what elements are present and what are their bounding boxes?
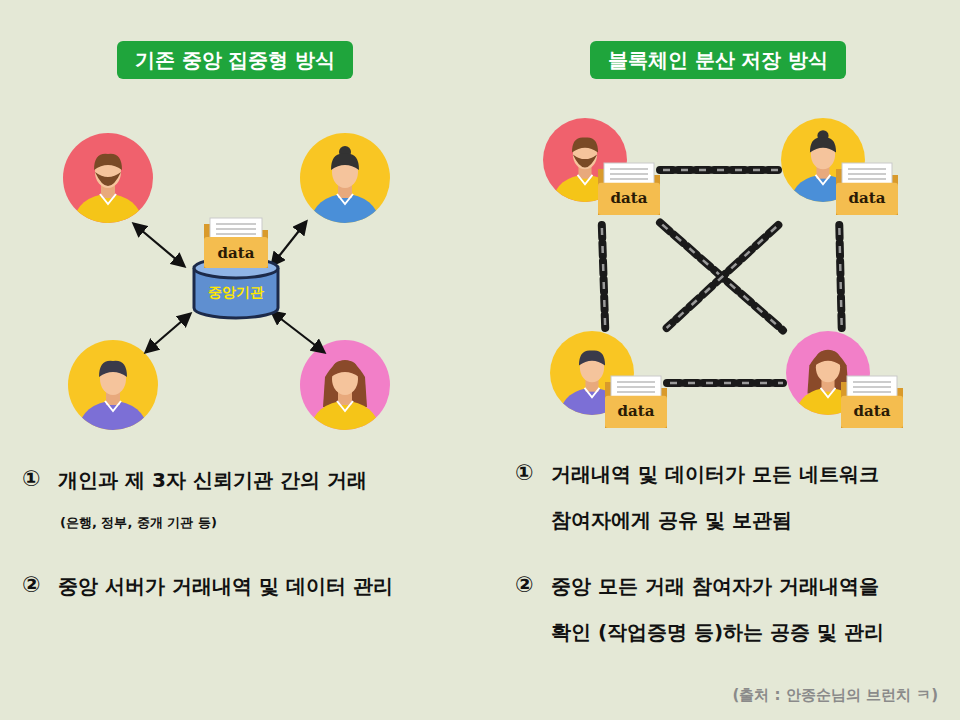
- chain-inner: [660, 223, 783, 331]
- double-arrow: [134, 224, 184, 266]
- title-pill: 블록체인 분산 저장 방식: [590, 41, 847, 79]
- data-folder: [605, 376, 667, 428]
- peer-node: data: [778, 115, 898, 225]
- chain-inner: [602, 225, 605, 328]
- node-illustration: [778, 115, 898, 225]
- chain-inner: [839, 225, 841, 328]
- chain-outer: [660, 166, 778, 174]
- description-text: 거래내역 및 데이터가 모든 네트워크 참여자에게 공유 및 보관됨: [551, 451, 919, 543]
- title-pill: 기존 중앙 집중형 방식: [117, 41, 354, 79]
- title-text: 블록체인 분산 저장 방식: [608, 46, 829, 74]
- description-text: 개인과 제 3자 신뢰기관 간의 거래: [58, 465, 367, 495]
- peer-node: data: [783, 328, 903, 438]
- chain-link: [602, 225, 605, 328]
- callout-number: ①: [22, 464, 41, 494]
- person-avatar: [68, 340, 158, 457]
- node-illustration: [540, 115, 660, 225]
- callout-number: ②: [22, 570, 41, 600]
- chain-link: [839, 225, 841, 328]
- chain-link: [660, 170, 778, 171]
- chain-outer: [667, 379, 783, 387]
- double-arrow: [272, 222, 306, 265]
- double-arrow: [146, 314, 190, 352]
- data-label: data: [841, 401, 903, 421]
- double-arrow: [272, 312, 324, 352]
- data-label: data: [598, 188, 660, 208]
- chain-inner: [667, 382, 783, 385]
- node-illustration: [783, 328, 903, 438]
- caption: (출처 : 안종순님의 브런치 ㅋ): [732, 686, 938, 705]
- data-label: data: [204, 243, 268, 263]
- data-label: data: [605, 401, 667, 421]
- node-illustration: [547, 328, 667, 438]
- chain-outer: [667, 225, 779, 328]
- callout-number: ②: [515, 570, 534, 600]
- person-avatar: [63, 133, 153, 250]
- chain-link: [667, 225, 779, 328]
- chain-outer: [660, 223, 783, 331]
- chain-inner: [667, 225, 779, 328]
- title-text: 기존 중앙 집중형 방식: [135, 46, 336, 74]
- data-folder: [598, 163, 660, 215]
- data-label: data: [836, 188, 898, 208]
- data-folder: [836, 163, 898, 215]
- chain-outer: [602, 225, 605, 328]
- data-folder: [204, 218, 268, 268]
- central-server: data 중앙기관: [190, 216, 282, 316]
- chain-link: [660, 223, 783, 331]
- person-avatar: [300, 340, 390, 457]
- description-text: 중앙 모든 거래 참여자가 거래내역을 확인 (작업증명 등)하는 공증 및 관…: [551, 563, 919, 655]
- note-text: (은행, 정부, 중개 기관 등): [60, 508, 217, 538]
- person-avatar: [300, 133, 390, 250]
- callout-number: ①: [515, 458, 534, 488]
- server-label: 중앙기관: [192, 282, 280, 302]
- peer-node: data: [547, 328, 667, 438]
- chain-link: [667, 383, 783, 384]
- data-folder: [841, 376, 903, 428]
- chain-outer: [839, 225, 841, 328]
- node-illustration: [190, 216, 282, 316]
- peer-node: data: [540, 115, 660, 225]
- description-text: 중앙 서버가 거래내역 및 데이터 관리: [58, 571, 393, 601]
- chain-inner: [660, 169, 778, 172]
